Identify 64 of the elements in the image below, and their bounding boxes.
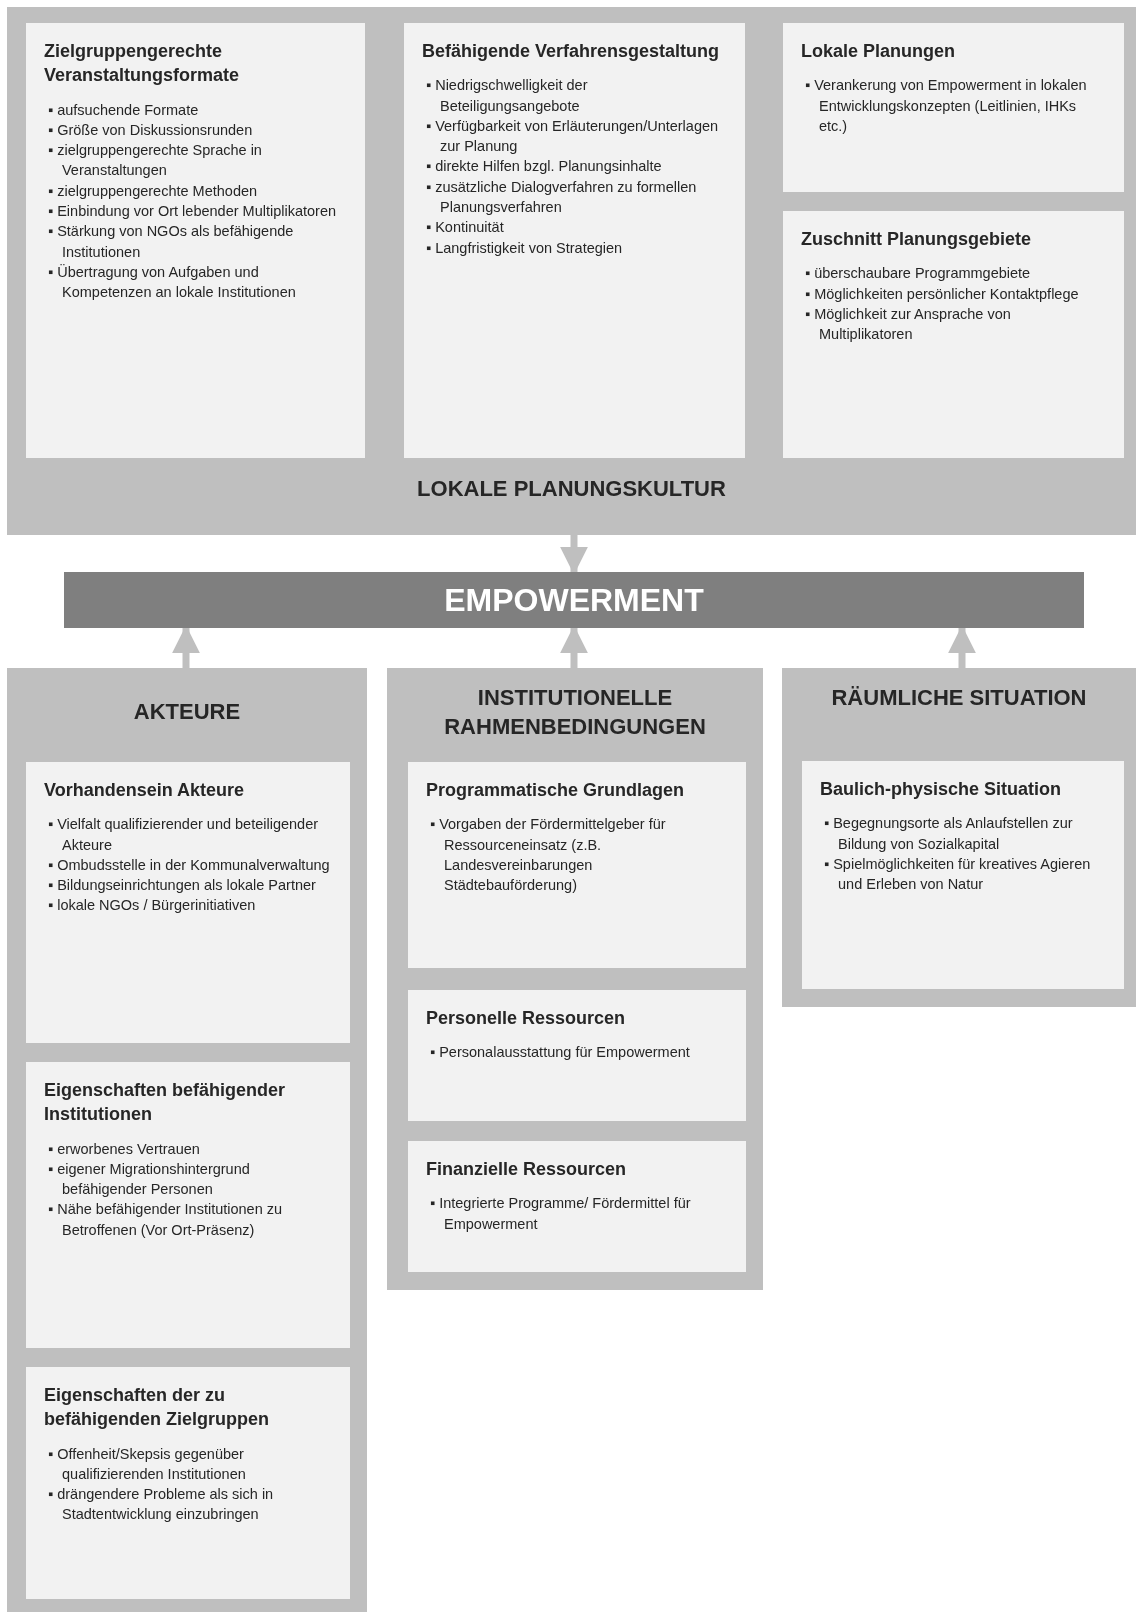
text-card [26, 23, 365, 458]
card-heading: Befähigende Verfahrensgestaltung [422, 40, 721, 63]
text-card [408, 1141, 746, 1272]
text-card [26, 1367, 350, 1599]
bullet-item: ▪ direkte Hilfen bzgl. Planungsinhalte [425, 157, 663, 177]
bullet-item: ▪ Langfristigkeit von Strategien [425, 238, 624, 258]
card-heading: Baulich-physische Situation [820, 778, 1063, 801]
card-heading: Finanzielle Ressourcen [426, 1158, 628, 1181]
category-panel [7, 668, 367, 1612]
text-card [26, 762, 350, 1043]
bullet-item: ▪ zusätzliche Dialogverfahren zu formellen Planungsverfahren [425, 177, 698, 218]
bullet-item: ▪ Übertragung von Aufgaben und Kompetenzen an lokale Institutionen [47, 262, 297, 303]
bullet-item: ▪ Nähe befähigender Institutionen zu Betroffenen (Vor Ort-Präsenz) [47, 1200, 284, 1240]
text-card [783, 211, 1124, 458]
card-heading: Programmatische Grundlagen [426, 779, 686, 802]
bullet-item: ▪ Niedrigschwelligkeit der Beteiligungsangebote [425, 76, 589, 116]
card-heading: Zielgruppengerechte Veranstaltungsformate [44, 40, 241, 88]
panel-title: INSTITUTIONELLE RAHMENBEDINGUNGEN [443, 684, 707, 741]
panel-title: AKTEURE [133, 698, 241, 726]
category-panel [7, 7, 1136, 535]
bullet-item: ▪ Personalausstattung für Empowerment [429, 1043, 691, 1063]
bullet-item: ▪ Vielfalt qualifizierender und beteiligender Akteure [47, 815, 320, 855]
bullet-item: ▪ Spielmöglichkeiten für kreatives Agieren und Erleben von Natur [823, 854, 1092, 895]
text-card [404, 23, 745, 458]
panel-title: RÄUMLICHE SITUATION [831, 684, 1087, 712]
bullet-item: ▪ Begegnungsorte als Anlaufstellen zur Bildung von Sozialkapital [823, 814, 1074, 854]
bullet-item: ▪ überschaubare Programmgebiete [804, 264, 1032, 284]
bullet-item: ▪ Größe von Diskussionsrunden [47, 120, 254, 140]
text-card [26, 1062, 350, 1348]
bullet-item: ▪ Integrierte Programme/ Fördermittel für Empowerment [429, 1194, 692, 1234]
bullet-item: ▪ Offenheit/Skepsis gegenüber qualifizierenden Institutionen [47, 1444, 247, 1484]
category-panel [387, 668, 763, 1290]
card-heading: Lokale Planungen [801, 40, 957, 63]
category-panel [782, 668, 1136, 1007]
card-heading: Eigenschaften befähigender Institutionen [44, 1079, 287, 1127]
bullet-item: ▪ Bildungseinrichtungen als lokale Partner [47, 876, 317, 896]
text-card [408, 990, 746, 1121]
bullet-item: ▪ Möglichkeiten persönlicher Kontaktpflege [804, 284, 1080, 304]
bullet-item: ▪ aufsuchende Formate [47, 100, 200, 120]
card-heading: Personelle Ressourcen [426, 1007, 627, 1030]
bullet-item: ▪ Einbindung vor Ort lebender Multiplikatoren [47, 202, 338, 222]
card-heading: Vorhandensein Akteure [44, 779, 246, 802]
bullet-item: ▪ Verfügbarkeit von Erläuterungen/Unterlagen zur Planung [425, 116, 720, 157]
bullet-item: ▪ drängendere Probleme als sich in Stadtentwicklung einzubringen [47, 1485, 275, 1525]
bullet-item: ▪ Verankerung von Empowerment in lokalen Entwicklungskonzepten (Leitlinien, IHKs etc.) [804, 76, 1088, 136]
bullet-item: ▪ Möglichkeit zur Ansprache von Multiplikatoren [804, 304, 1012, 345]
bullet-item: ▪ zielgruppengerechte Sprache in Veranstaltungen [47, 141, 263, 181]
panel-title: LOKALE PLANUNGSKULTUR [417, 475, 726, 503]
arrow [560, 535, 588, 575]
text-card [783, 23, 1124, 192]
text-card [802, 761, 1124, 989]
card-heading: Zuschnitt Planungsgebiete [801, 228, 1033, 251]
banner-bar [64, 572, 1084, 628]
bullet-item: ▪ Stärkung von NGOs als befähigende Institutionen [47, 222, 295, 262]
card-heading: Eigenschaften der zu befähigenden Zielgruppen [44, 1384, 270, 1432]
bullet-item: ▪ Ombudsstelle in der Kommunalverwaltung [47, 855, 331, 875]
bullet-item: ▪ Vorgaben der Fördermittelgeber für Ressourceneinsatz (z.B. Landesvereinbarungen Städtebauförderung) [429, 815, 667, 896]
bullet-item: ▪ eigener Migrationshintergrund befähigender Personen [47, 1159, 251, 1200]
bullet-item: ▪ erworbenes Vertrauen [47, 1139, 201, 1159]
bullet-item: ▪ lokale NGOs / Bürgerinitiativen [47, 896, 257, 916]
bullet-item: ▪ zielgruppengerechte Methoden [47, 181, 259, 201]
text-card [408, 762, 746, 968]
bullet-item: ▪ Kontinuität [425, 218, 505, 238]
banner-title: EMPOWERMENT [444, 581, 704, 619]
